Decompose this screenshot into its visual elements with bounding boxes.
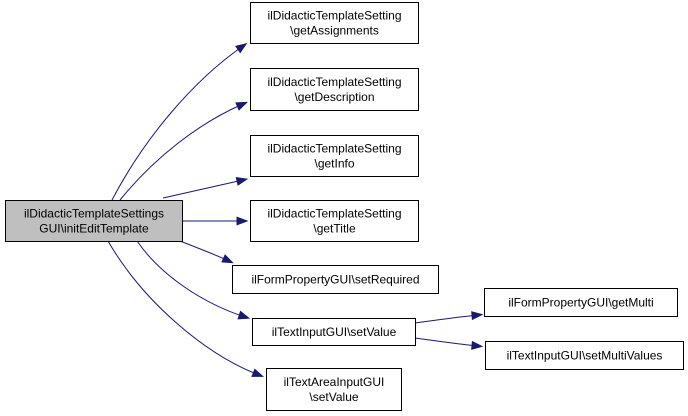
edge-root-to-textSetValue (136, 240, 251, 320)
nodes-layer: ilDidacticTemplateSettingsGUI\initEditTe… (5, 2, 684, 411)
arrowhead-icon (235, 42, 248, 54)
node-label: ilDidacticTemplateSetting (267, 142, 401, 156)
node-label: ilDidacticTemplateSetting (267, 9, 401, 23)
node-getTitle[interactable]: ilDidacticTemplateSetting\getTitle (250, 200, 419, 242)
node-label: \getInfo (314, 157, 354, 171)
node-label: ilDidacticTemplateSetting (267, 207, 401, 221)
node-label: ilTextInputGUI\setValue (272, 325, 397, 339)
node-getMulti[interactable]: ilFormPropertyGUI\getMulti (484, 288, 678, 317)
edges-layer (107, 42, 484, 377)
arrowhead-icon (251, 368, 265, 377)
node-setRequired[interactable]: ilFormPropertyGUI\setRequired (232, 265, 439, 294)
node-getDescription[interactable]: ilDidacticTemplateSetting\getDescription (250, 68, 419, 111)
node-label: ilDidacticTemplateSettings (24, 207, 164, 221)
arrowhead-icon (221, 254, 234, 264)
node-label: \getDescription (294, 90, 374, 104)
arrowhead-icon (237, 310, 251, 320)
edge-textSetValue-to-getMulti (414, 311, 484, 324)
arrowhead-icon (235, 177, 249, 186)
arrowhead-icon (235, 101, 248, 111)
node-label: ilFormPropertyGUI\getMulti (508, 296, 653, 310)
node-textSetValue[interactable]: ilTextInputGUI\setValue (252, 318, 416, 346)
edge-line (414, 337, 479, 347)
edge-line (414, 314, 479, 324)
edge-line (179, 240, 230, 262)
node-box[interactable] (485, 341, 684, 370)
edge-root-to-getAssignments (111, 42, 248, 201)
edge-root-to-areaSetValue (107, 240, 265, 377)
edge-line (119, 103, 244, 201)
node-label: \setValue (309, 390, 358, 404)
node-box[interactable] (250, 68, 419, 111)
node-setMultiValues[interactable]: ilTextInputGUI\setMultiValues (485, 341, 684, 370)
node-box[interactable] (252, 318, 416, 346)
node-label: \getAssignments (290, 24, 379, 38)
edge-root-to-getDescription (119, 101, 248, 201)
node-label: ilDidacticTemplateSetting (267, 75, 401, 89)
node-box[interactable] (250, 2, 419, 44)
node-label: ilTextAreaInputGUI (284, 375, 385, 389)
edge-root-to-getInfo (162, 177, 249, 199)
node-box[interactable] (5, 200, 183, 242)
node-box[interactable] (266, 368, 402, 411)
edge-line (136, 240, 246, 318)
node-box[interactable] (250, 135, 419, 177)
edge-line (111, 45, 244, 201)
arrowhead-icon (471, 340, 484, 350)
edge-line (107, 240, 260, 376)
node-box[interactable] (484, 288, 678, 317)
edge-root-to-getTitle (182, 216, 249, 226)
node-getInfo[interactable]: ilDidacticTemplateSetting\getInfo (250, 135, 419, 177)
node-getAssignments[interactable]: ilDidacticTemplateSetting\getAssignments (250, 2, 419, 44)
node-label: GUI\initEditTemplate (39, 222, 149, 236)
node-label: ilFormPropertyGUI\setRequired (251, 273, 419, 287)
node-label: \getTitle (313, 222, 356, 236)
edge-line (162, 179, 244, 199)
node-label: ilTextInputGUI\setMultiValues (507, 349, 663, 363)
node-areaSetValue[interactable]: ilTextAreaInputGUI\setValue (266, 368, 402, 411)
arrowhead-icon (236, 216, 249, 226)
node-box[interactable] (232, 265, 439, 294)
edge-root-to-setRequired (179, 240, 234, 264)
arrowhead-icon (471, 311, 484, 321)
node-root[interactable]: ilDidacticTemplateSettingsGUI\initEditTe… (5, 200, 183, 242)
node-box[interactable] (250, 200, 419, 242)
edge-textSetValue-to-setMultiValues (414, 337, 484, 350)
